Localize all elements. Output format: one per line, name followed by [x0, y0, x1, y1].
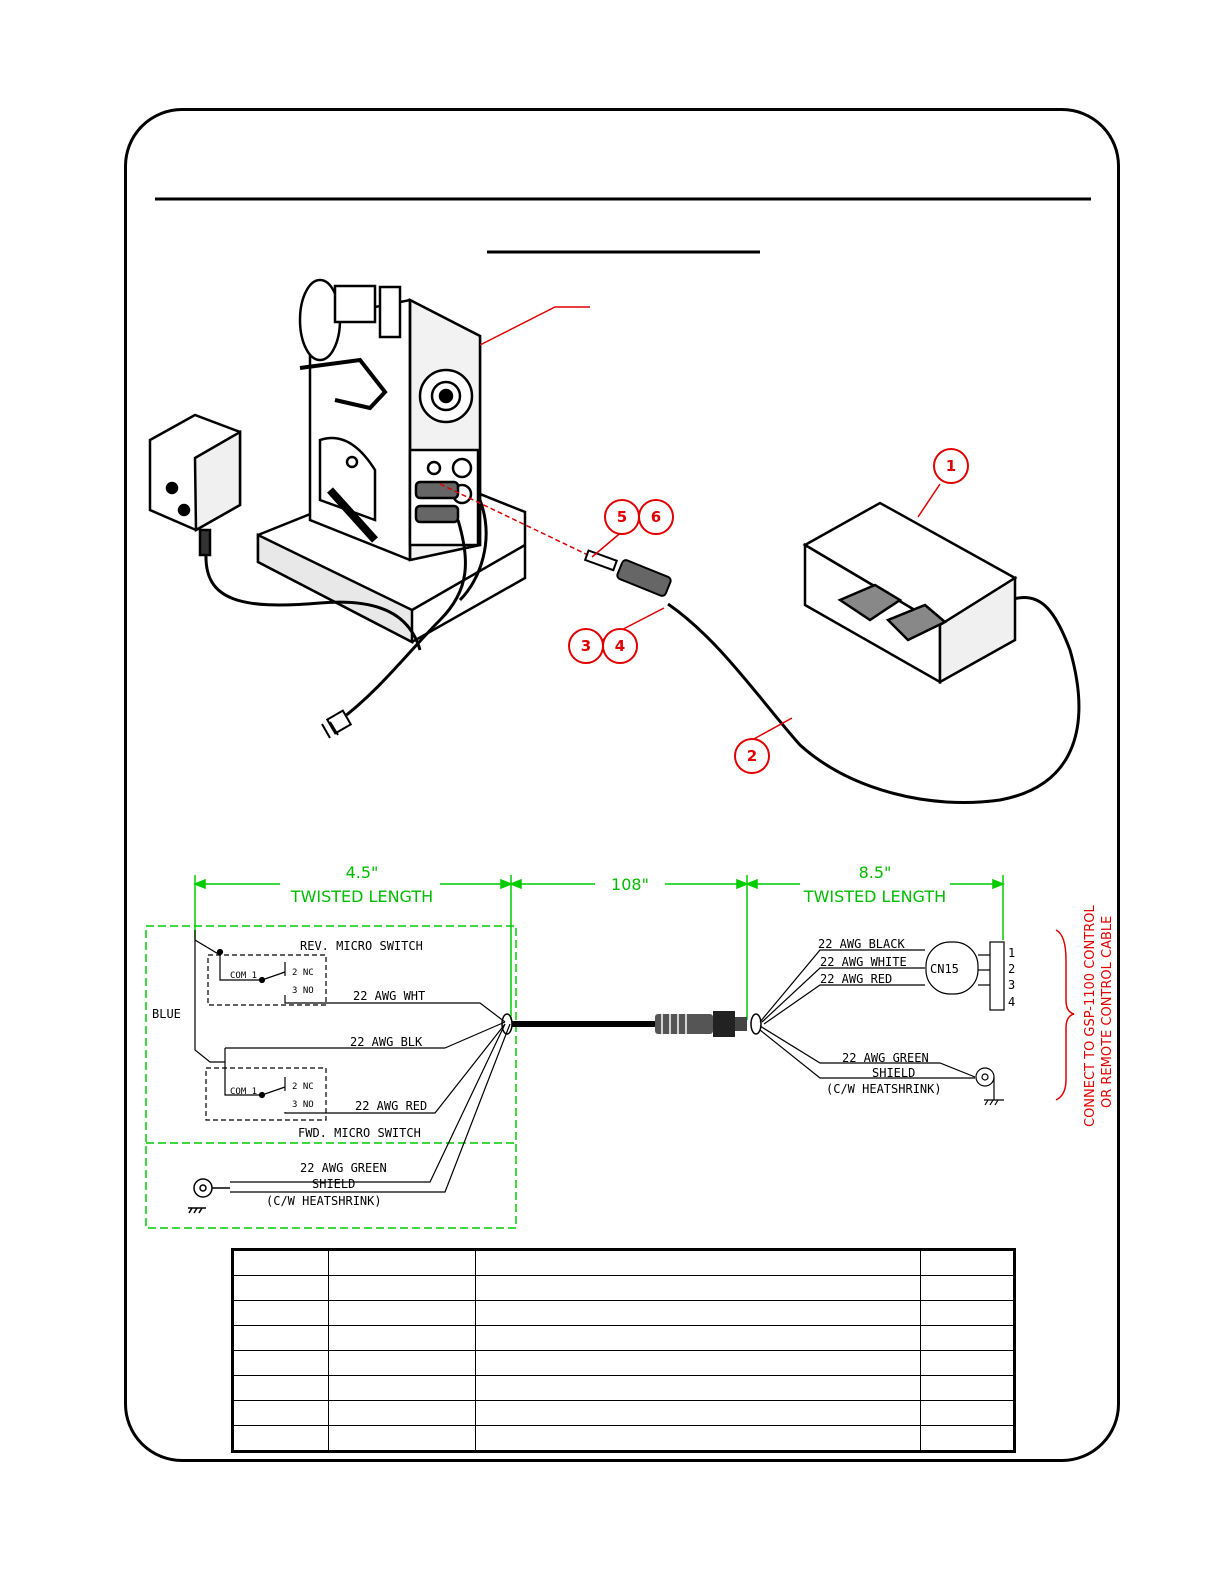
main-cable [501, 1011, 762, 1037]
rev-switch-label: REV. MICRO SWITCH [300, 939, 423, 953]
dim-left-label: TWISTED LENGTH [290, 887, 433, 906]
table-row [232, 1300, 1015, 1326]
pin-3: 3 [1008, 978, 1015, 992]
r-red-label: 22 AWG RED [820, 972, 892, 986]
table-row [232, 1325, 1015, 1351]
com1-bot: COM 1 [230, 1087, 257, 1097]
callout-5-label: 5 [617, 508, 627, 526]
power-cords [204, 499, 488, 722]
r-black-label: 22 AWG BLACK [818, 937, 905, 951]
callout-1 [933, 448, 969, 484]
callout-4-label: 4 [615, 637, 625, 655]
heatshrink-left-label: (C/W HEATSHRINK) [266, 1194, 382, 1208]
dim-right-value: 8.5" [859, 863, 892, 882]
gear-motor-unit [256, 278, 527, 645]
heatshrink-right-label: (C/W HEATSHRINK) [826, 1082, 942, 1096]
red-wire-label: 22 AWG RED [355, 1099, 427, 1113]
connect-note-line1: CONNECT TO GSP-1100 CONTROL [1083, 905, 1098, 1127]
callout-2-label: 2 [747, 747, 757, 765]
foot-pedal-cable [667, 596, 1081, 804]
callout-3-label: 3 [581, 637, 591, 655]
table-row [232, 1375, 1015, 1401]
cable-connector [583, 549, 672, 597]
connect-note-line2: OR REMOTE CONTROL CABLE [1100, 916, 1115, 1108]
control-box [148, 413, 242, 557]
callout-6-label: 6 [651, 508, 661, 526]
table-row [232, 1275, 1015, 1301]
shield-right-label: SHIELD [872, 1066, 915, 1080]
dim-left-value: 4.5" [346, 863, 379, 882]
plug-icon [321, 709, 353, 739]
parts-list-table [231, 1248, 1016, 1453]
nc-bot: 2 NC [292, 1082, 314, 1092]
connect-brace [1055, 929, 1075, 1101]
table-row [232, 1425, 1015, 1452]
com1-top: COM 1 [230, 971, 257, 981]
r-white-label: 22 AWG WHITE [820, 955, 907, 969]
cn15-wiring [759, 941, 1005, 1106]
micro-switches [194, 930, 511, 1193]
ground-icon [188, 1178, 230, 1214]
blue-wire-label: BLUE [152, 1007, 181, 1021]
pin-4: 4 [1008, 995, 1015, 1009]
foot-pedal [802, 501, 1018, 685]
fwd-switch-label: FWD. MICRO SWITCH [298, 1126, 421, 1140]
callout-4 [602, 628, 638, 664]
callout-balloons [568, 448, 969, 774]
dim-right-label: TWISTED LENGTH [803, 887, 946, 906]
drawing-border [124, 108, 1120, 1462]
callout-1-label: 1 [946, 457, 956, 475]
dim-mid-value: 108" [611, 875, 649, 894]
green-left-label: 22 AWG GREEN [300, 1161, 387, 1175]
cn15-label: CN15 [930, 962, 959, 976]
switch-enclosure [145, 925, 517, 1229]
no-bot: 3 NO [292, 1100, 314, 1110]
callout-2 [734, 738, 770, 774]
green-right-label: 22 AWG GREEN [842, 1051, 929, 1065]
no-top: 3 NO [292, 986, 314, 996]
dimension-lines [192, 875, 1006, 1020]
nc-top: 2 NC [292, 968, 314, 978]
table-row [232, 1400, 1015, 1426]
callout-6 [638, 499, 674, 535]
pin-2: 2 [1008, 962, 1015, 976]
table-row [232, 1249, 1015, 1276]
table-row [232, 1350, 1015, 1376]
pin-1: 1 [1008, 946, 1015, 960]
shield-left-label: SHIELD [312, 1177, 355, 1191]
blk-wire-label: 22 AWG BLK [350, 1035, 423, 1049]
assembly-alignment-line [439, 483, 591, 557]
wht-wire-label: 22 AWG WHT [353, 989, 425, 1003]
